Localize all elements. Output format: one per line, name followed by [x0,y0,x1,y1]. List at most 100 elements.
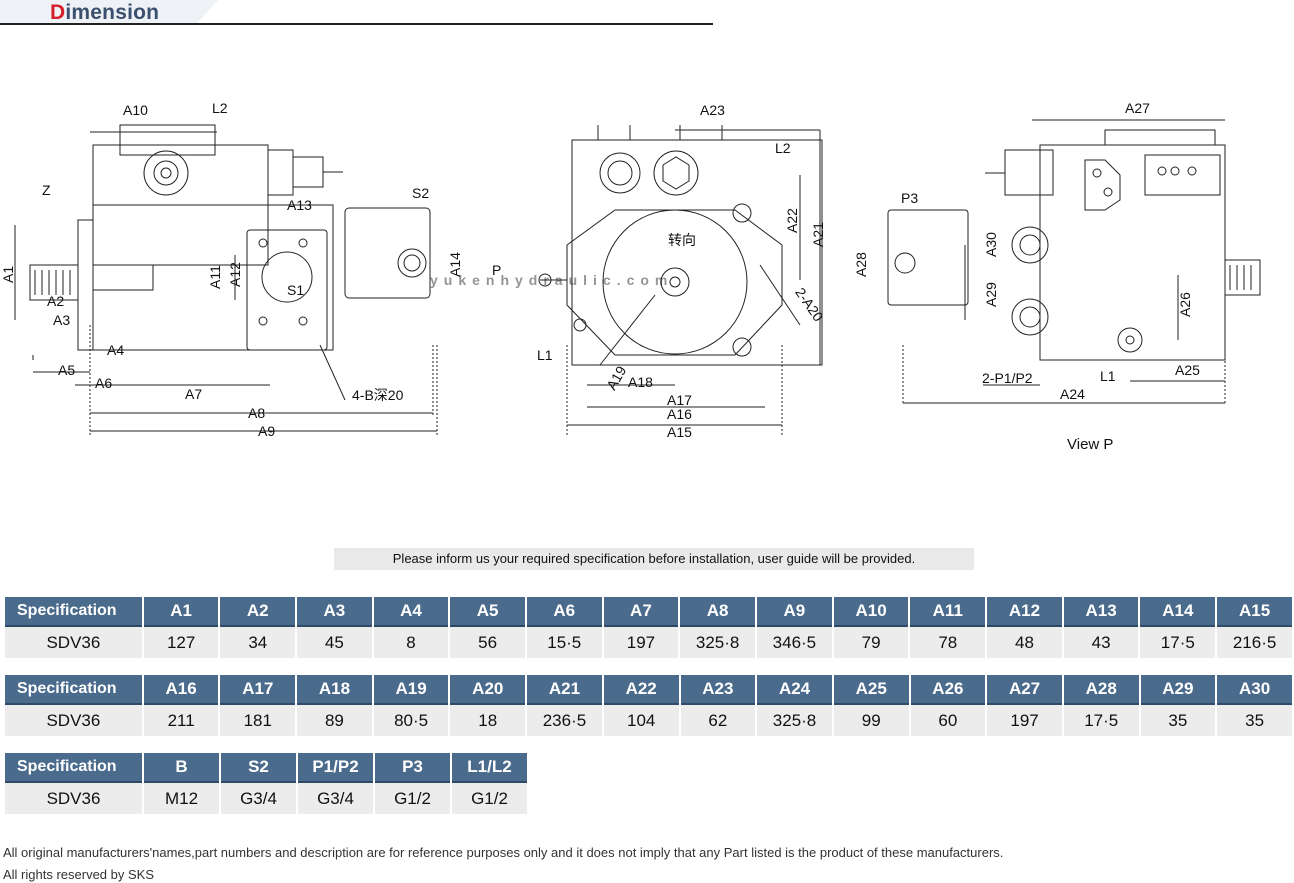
table-cell: G3/4 [221,783,296,814]
table-cell: 35 [1217,705,1292,736]
table-cell: 216·5 [1217,627,1292,658]
table-cell: 45 [297,627,372,658]
column-header: A8 [680,597,756,627]
table-cell: 62 [680,705,756,736]
column-header: S2 [221,753,296,783]
column-header: P3 [375,753,450,783]
spec-table-3: Specification B S2 P1/P2 P3 L1/L2 SDV36 … [3,753,529,814]
table-cell: G1/2 [375,783,450,814]
label-a29: A29 [983,282,999,307]
column-header: A19 [373,675,449,705]
disclaimer-text: All original manufacturers'names,part nu… [3,845,1004,860]
label-a4: A4 [107,342,124,358]
label-a15: A15 [667,424,692,440]
spec-table-1: Specification A1 A2 A3 A4 A5 A6 A7 A8 A9… [3,597,1294,658]
table-cell: 15·5 [526,627,602,658]
spec-table-2: Specification A16 A17 A18 A19 A20 A21 A2… [3,675,1294,736]
label-l1-rear: L1 [1100,368,1116,384]
table-header-row: Specification B S2 P1/P2 P3 L1/L2 [5,753,527,783]
column-header: A7 [603,597,679,627]
table-cell: 325·8 [680,627,756,658]
title-initial: D [50,1,66,24]
label-a3: A3 [53,312,70,328]
label-a14: A14 [447,252,463,277]
side-view-drawing [14,124,438,435]
table-cell: 18 [450,705,526,736]
view-p-label: View P [1067,436,1114,453]
label-a13: A13 [287,197,312,213]
rear-view-drawing [887,119,1261,405]
table-cell: 8 [373,627,449,658]
column-header: A20 [450,675,526,705]
table-cell: 99 [833,705,909,736]
label-a26: A26 [1177,292,1193,317]
table-cell: 43 [1063,627,1139,658]
column-header: B [144,753,219,783]
section-title: Dimension [50,1,159,25]
column-header: L1/L2 [452,753,527,783]
table-cell: 197 [603,627,679,658]
title-rest: imension [65,1,160,24]
label-a22: A22 [784,208,800,233]
table-header-row: Specification A16 A17 A18 A19 A20 A21 A2… [5,675,1292,705]
table-cell: 78 [910,627,986,658]
table-cell: SDV36 [5,783,142,814]
column-header: Specification [5,597,142,627]
column-header: A10 [833,597,909,627]
column-header: A23 [680,675,756,705]
column-header: A14 [1140,597,1216,627]
table-cell: 17·5 [1140,627,1216,658]
table-cell: 346·5 [757,627,832,658]
column-header: A16 [143,675,219,705]
label-a18: A18 [628,374,653,390]
table-cell: 56 [450,627,525,658]
column-header: A5 [450,597,525,627]
table-cell: 89 [297,705,372,736]
table-cell: SDV36 [5,705,142,736]
label-a19: A19 [603,363,629,393]
label-rotation: 转向 [668,232,696,248]
column-header: A30 [1217,675,1292,705]
label-a11: A11 [207,265,223,289]
table-cell: 197 [987,705,1062,736]
label-a21: A21 [810,222,826,247]
column-header: A18 [297,675,372,705]
dimension-drawings: A10 L2 Z A1 A2 A3 A4 A5 A6 A7 A8 A9 A11 … [0,95,1294,470]
label-s1: S1 [287,282,304,298]
table-row: SDV36 M12 G3/4 G3/4 G1/2 G1/2 [5,783,527,814]
label-a17: A17 [667,392,692,408]
label-a23: A23 [700,102,725,118]
label-2-p1-p2: 2-P1/P2 [982,370,1033,386]
label-p: P [492,262,501,278]
label-a30: A30 [983,232,999,257]
table-cell: 236·5 [527,705,602,736]
table-cell: 60 [910,705,986,736]
column-header: A4 [373,597,449,627]
label-a12: A12 [227,262,243,287]
column-header: A11 [910,597,986,627]
label-a10: A10 [123,102,148,118]
column-header: A9 [757,597,832,627]
label-4b-depth: 4-B深20 [352,387,404,403]
column-header: A28 [1063,675,1139,705]
label-p3: P3 [901,190,918,206]
column-header: Specification [5,675,142,705]
rights-text: All rights reserved by SKS [3,867,155,882]
label-a2: A2 [47,293,64,309]
section-header: Dimension [0,0,715,26]
label-a7: A7 [185,386,202,402]
table-cell: 211 [143,705,219,736]
table-cell: 80·5 [373,705,449,736]
column-header: A29 [1140,675,1216,705]
column-header: A17 [220,675,296,705]
label-a6: A6 [95,375,112,391]
label-l2-front: L2 [775,140,791,156]
column-header: A27 [987,675,1062,705]
installation-notice: Please inform us your required specifica… [334,548,974,570]
column-header: A15 [1217,597,1292,627]
table-row: SDV36 127 34 45 8 56 15·5 197 325·8 346·… [5,627,1292,658]
column-header: A24 [757,675,832,705]
drawings-svg: A10 L2 Z A1 A2 A3 A4 A5 A6 A7 A8 A9 A11 … [0,100,1261,440]
label-s2: S2 [412,185,429,201]
label-a24: A24 [1060,386,1085,402]
